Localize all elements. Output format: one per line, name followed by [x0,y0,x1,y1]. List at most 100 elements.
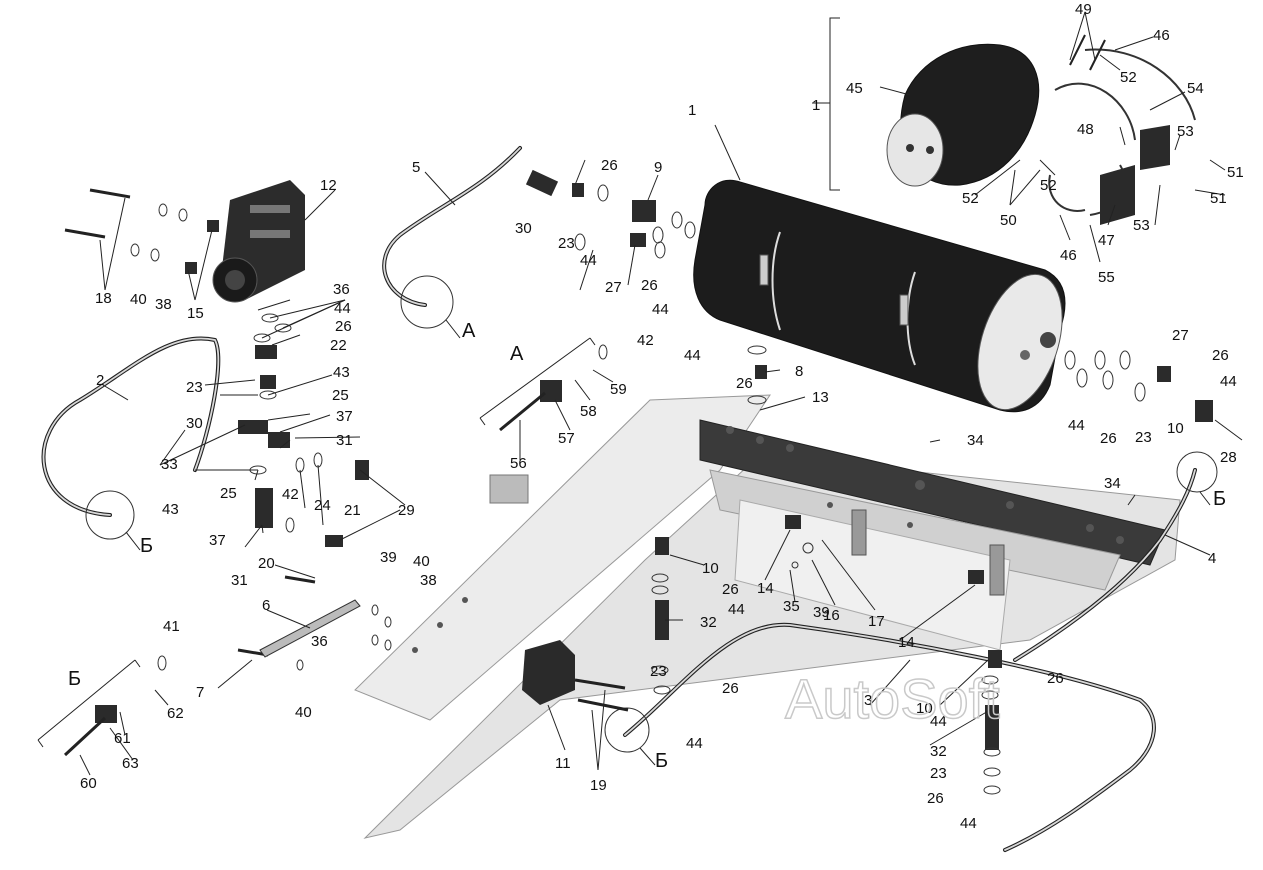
label-26e: 26 [1100,430,1117,447]
label-48: 48 [1077,121,1094,138]
label-58: 58 [580,403,597,420]
label-52b: 52 [1040,177,1057,194]
valve-11 [522,640,629,712]
label-31: 31 [336,432,353,449]
hose-2 [41,336,221,517]
label-45: 45 [846,80,863,97]
label-9: 9 [654,159,662,176]
label-17: 17 [868,613,885,630]
label-28: 28 [1220,449,1237,466]
label-44e: 44 [1068,417,1085,434]
label-60: 60 [80,775,97,792]
view-labels: А А Б Б Б Б [68,320,1226,772]
label-43b: 43 [162,501,179,518]
label-52c: 52 [962,190,979,207]
label-46: 46 [1153,27,1170,44]
label-23c: 23 [1135,429,1152,446]
label-25b: 25 [220,485,237,502]
label-38: 38 [155,296,172,313]
view-b-label-right: Б [1213,488,1226,510]
frame-side-member [354,394,1181,839]
label-39: 39 [380,549,397,566]
label-12: 12 [320,177,337,194]
label-33: 33 [161,456,178,473]
bar-6 [259,599,361,658]
watermark: AutoSoft [785,667,1000,730]
label-59: 59 [610,381,627,398]
view-b-section-label: Б [68,668,81,690]
mounting-straps [1048,34,1196,225]
label-51: 51 [1227,164,1244,181]
label-26c: 26 [641,277,658,294]
label-36: 36 [333,281,350,298]
label-42: 42 [637,332,654,349]
label-23b: 23 [558,235,575,252]
label-8: 8 [795,363,803,380]
label-46b: 46 [1060,247,1077,264]
label-20: 20 [258,555,275,572]
label-2: 2 [96,372,104,389]
label-37: 37 [336,408,353,425]
label-34: 34 [967,432,984,449]
label-1: 1 [688,102,696,119]
label-43: 43 [333,364,350,381]
label-30b: 30 [186,415,203,432]
valve-block-12 [212,180,305,303]
label-7: 7 [196,684,204,701]
label-24: 24 [314,497,331,514]
label-44g: 44 [728,601,745,618]
part-labels: 1 1 2 3 4 5 6 7 8 9 10 10 10 11 12 13 14… [80,1,1244,832]
label-35: 35 [783,598,800,615]
label-31b: 31 [231,572,248,589]
label-22: 22 [330,337,347,354]
label-30: 30 [515,220,532,237]
label-61: 61 [114,730,131,747]
label-53b: 53 [1133,217,1150,234]
label-19: 19 [590,777,607,794]
pipes [63,188,546,757]
hose-3 [623,622,1156,852]
label-27: 27 [605,279,622,296]
label-50: 50 [1000,212,1017,229]
label-44: 44 [334,300,351,317]
view-markers [85,275,1218,766]
label-14: 14 [757,580,774,597]
label-44i: 44 [930,713,947,730]
label-3: 3 [864,692,872,709]
label-27b: 27 [1172,327,1189,344]
washers [130,184,1146,795]
label-44f: 44 [1220,373,1237,390]
leader-lines [79,11,1243,776]
label-44d: 44 [684,347,701,364]
label-32b: 32 [930,743,947,760]
label-26i: 26 [1047,670,1064,687]
label-40b: 40 [413,553,430,570]
label-44b: 44 [580,252,597,269]
label-40: 40 [130,291,147,308]
label-26h: 26 [722,680,739,697]
label-5: 5 [412,159,420,176]
view-a-label: А [462,320,476,342]
fittings [95,169,1213,750]
label-10: 10 [702,560,719,577]
label-52: 52 [1120,69,1137,86]
label-16: 16 [823,607,840,624]
label-13: 13 [812,389,829,406]
label-18: 18 [95,290,112,307]
label-23d: 23 [650,663,667,680]
label-26f: 26 [1212,347,1229,364]
view-a-section-label: А [510,343,524,365]
label-42b: 42 [282,486,299,503]
label-55: 55 [1098,269,1115,286]
label-4: 4 [1208,550,1216,567]
label-49: 49 [1075,1,1092,18]
label-1b: 1 [812,97,820,114]
label-10b: 10 [1167,420,1184,437]
label-51b: 51 [1210,190,1227,207]
view-b-label-left: Б [140,535,153,557]
label-44j: 44 [960,815,977,832]
label-53: 53 [1177,123,1194,140]
label-14b: 14 [898,634,915,651]
view-b-label-bottom: Б [655,750,668,772]
